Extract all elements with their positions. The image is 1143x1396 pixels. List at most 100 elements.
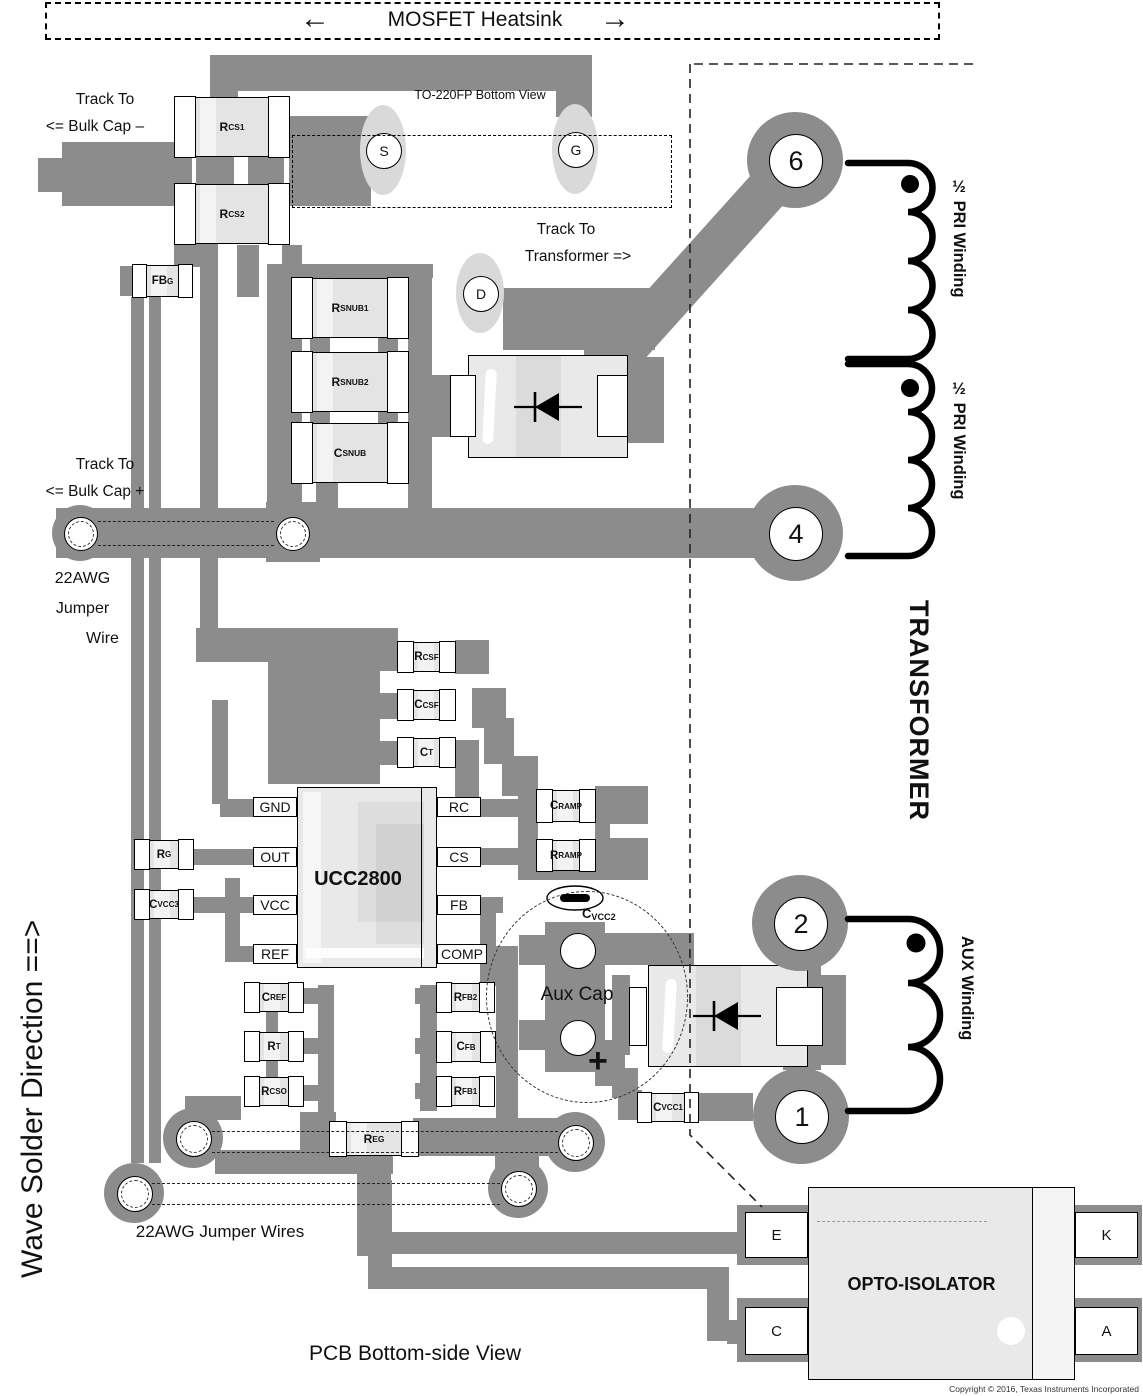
component-cap xyxy=(287,1076,304,1107)
ic-shade xyxy=(303,792,321,963)
trace-segment xyxy=(225,878,240,950)
winding-coil-pri1 xyxy=(844,159,936,363)
jumper-wire-line xyxy=(98,545,274,546)
component-cap xyxy=(134,889,151,920)
component-cap xyxy=(177,839,194,870)
ic-shade xyxy=(376,824,424,944)
transformer-pad-hole: 6 xyxy=(769,134,823,188)
component-cap xyxy=(329,1121,348,1157)
component-cap xyxy=(132,264,148,298)
to220-pad-d: D xyxy=(463,276,499,312)
opto-pad-c: C xyxy=(745,1307,808,1355)
component-cap xyxy=(244,1031,261,1062)
component-cap xyxy=(267,183,290,245)
component-cap xyxy=(244,1076,261,1107)
component-stripe xyxy=(317,279,333,337)
trace-segment xyxy=(289,116,371,206)
via-drill xyxy=(280,521,306,547)
component-cap xyxy=(386,277,409,339)
trace-segment xyxy=(237,245,259,297)
opto-led-dot xyxy=(997,1317,1025,1345)
winding-polarity-dot xyxy=(901,175,919,193)
trace-segment xyxy=(248,157,284,185)
component-cap xyxy=(436,1031,453,1063)
trace-segment xyxy=(455,640,489,674)
ic-pin-comp: COMP xyxy=(437,944,487,964)
jumper-wire-line xyxy=(212,1131,558,1132)
trace-segment xyxy=(475,897,503,913)
opto-pad-k: K xyxy=(1075,1212,1138,1258)
trace-segment xyxy=(380,693,398,719)
component-stripe xyxy=(154,841,170,868)
trace-segment xyxy=(455,740,479,806)
ic-pin-gnd: GND xyxy=(253,797,297,817)
trace-segment xyxy=(267,276,291,512)
component-cap xyxy=(386,422,409,484)
component-stripe xyxy=(456,1078,472,1105)
diode-cap xyxy=(597,375,628,437)
to220-outline xyxy=(292,135,672,208)
transformer-pad-4: 4 xyxy=(747,485,843,581)
component-cap xyxy=(438,737,456,768)
component-cap xyxy=(436,982,453,1013)
ic-pin-fb: FB xyxy=(437,895,481,915)
via-drill xyxy=(68,521,94,547)
component-cap xyxy=(397,641,415,673)
component-stripe xyxy=(264,1078,280,1105)
trace-segment xyxy=(225,946,255,962)
component-cap xyxy=(478,1076,495,1107)
transformer-pad-hole: 4 xyxy=(769,507,823,561)
heatsink-right-arrow-icon: → xyxy=(600,2,630,35)
trace-segment xyxy=(212,700,228,804)
trace-segment xyxy=(310,410,330,426)
opto-inner-dash xyxy=(817,1221,987,1222)
copyright-note: Copyright © 2016, Texas Instruments Inco… xyxy=(949,1384,1139,1394)
trace-segment xyxy=(210,55,592,91)
ic-label: UCC2800 xyxy=(314,868,402,890)
component-stripe xyxy=(264,1033,280,1060)
trace-segment xyxy=(475,799,520,817)
heatsink-left-arrow-icon: ← xyxy=(300,2,330,35)
ic-pin-vcc: VCC xyxy=(253,895,297,915)
trace-segment xyxy=(378,338,398,354)
component-cap xyxy=(177,264,193,298)
jumper-wire-line xyxy=(212,1152,558,1153)
ic-shade xyxy=(306,948,424,958)
trace-segment xyxy=(316,481,338,511)
trace-segment xyxy=(268,662,380,784)
component-cap xyxy=(438,641,456,673)
ic-pin-cs: CS xyxy=(437,847,481,867)
component-stripe xyxy=(456,1033,472,1061)
jumper-wire-line xyxy=(152,1204,500,1205)
opto-label: OPTO-ISOLATOR xyxy=(847,1274,996,1294)
winding-label-pri1: ½ PRI Winding xyxy=(950,178,968,298)
component-cap xyxy=(637,1092,653,1123)
via-drill xyxy=(180,1125,208,1153)
winding-label-pri2: ½ PRI Winding xyxy=(950,380,968,500)
trace-segment xyxy=(318,985,334,1117)
trace-segment xyxy=(149,297,161,1163)
trace-segment xyxy=(196,157,234,185)
component-cap xyxy=(177,889,194,920)
wave-solder-label: Wave Solder Direction ==> xyxy=(16,919,49,1278)
ic-inner-line xyxy=(421,788,422,967)
